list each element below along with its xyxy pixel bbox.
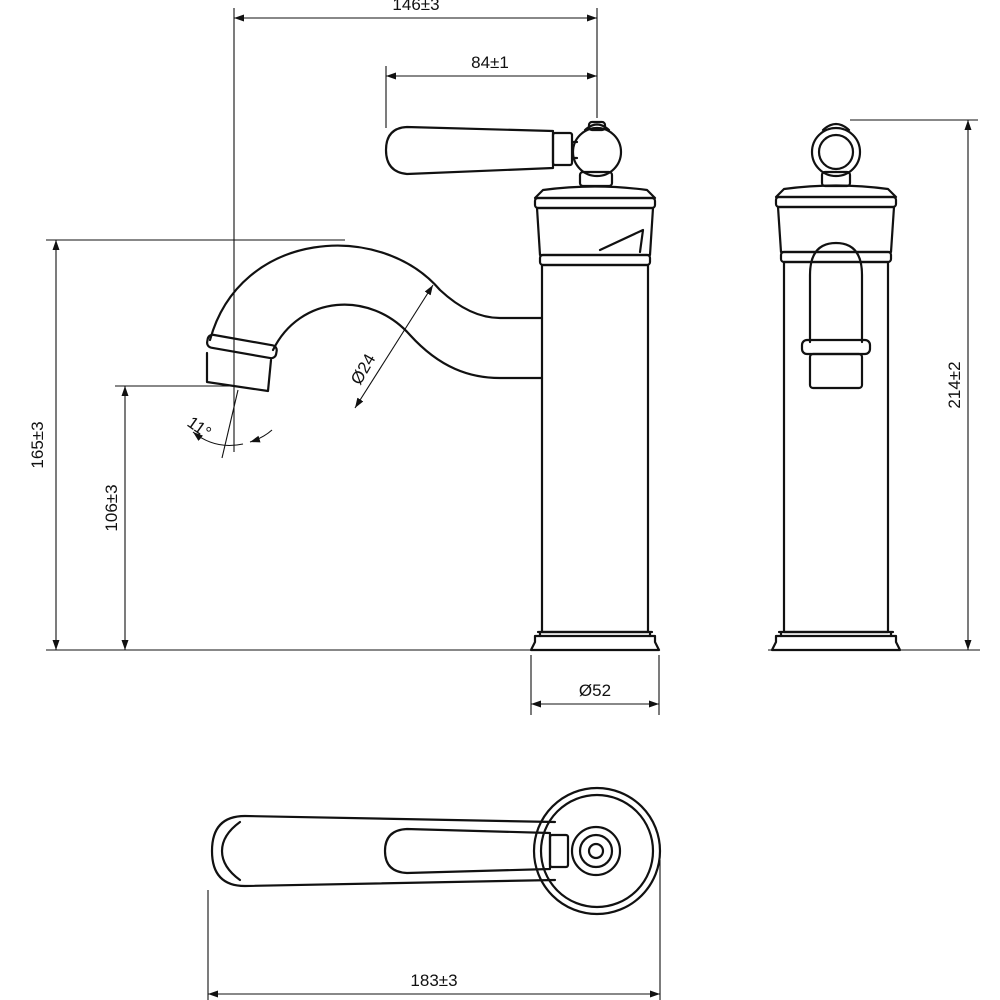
total-length-label: 183±3	[410, 971, 457, 990]
dimension-outlet-height: 106±3	[102, 385, 232, 650]
dimension-total-length: 183±3	[207, 860, 661, 1000]
dimension-handle-reach: 84±1	[385, 53, 597, 128]
total-height-label: 214±2	[945, 361, 964, 408]
dimension-total-height: 214±2	[850, 119, 978, 650]
front-handle-cartridge	[571, 120, 623, 188]
top-lever-handle	[383, 827, 570, 875]
front-base	[529, 630, 661, 652]
side-spout	[800, 241, 872, 390]
dimension-total-reach: 146±3	[233, 0, 598, 392]
front-lever-handle	[384, 125, 579, 176]
top-spout	[210, 814, 557, 888]
top-cartridge	[570, 825, 622, 877]
side-base	[770, 630, 902, 652]
spout-height-label: 165±3	[28, 421, 47, 468]
dimension-base-diameter: Ø52	[530, 655, 660, 715]
dimension-outlet-angle: 11°	[184, 389, 273, 459]
dimension-spout-height: 165±3	[28, 239, 345, 650]
side-handle-cartridge	[810, 122, 862, 188]
front-body-column	[538, 253, 652, 634]
total-reach-label: 146±3	[392, 0, 439, 14]
top-view: 183±3	[207, 786, 662, 1000]
spout-diameter-label: Ø24	[347, 351, 380, 388]
handle-reach-label: 84±1	[471, 53, 509, 72]
outlet-angle-label: 11°	[184, 413, 215, 443]
side-view: 214±2	[768, 119, 980, 652]
top-base-ring	[532, 786, 662, 916]
front-view: 146±3 84±1 165±3 106±3 Ø24	[28, 0, 661, 715]
outlet-height-label: 106±3	[102, 484, 121, 531]
front-collar	[533, 185, 657, 257]
side-body-column	[779, 250, 893, 634]
base-diameter-label: Ø52	[579, 681, 611, 700]
